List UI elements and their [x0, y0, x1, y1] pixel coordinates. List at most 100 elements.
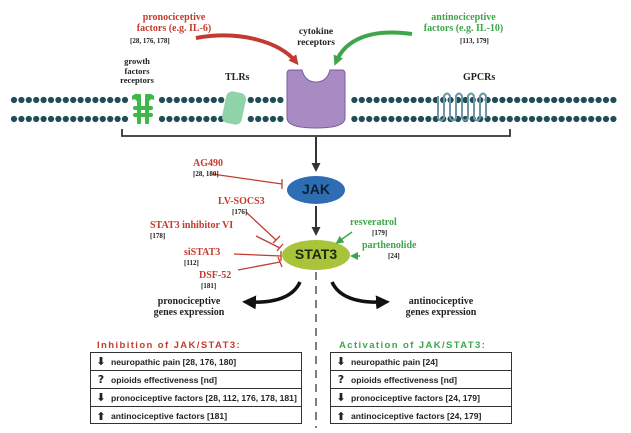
membrane-dot — [602, 96, 610, 104]
membrane-dot — [380, 115, 388, 123]
membrane-dot — [158, 115, 166, 123]
effect-row: ⬆antinociceptive factors [181] — [91, 407, 301, 425]
membrane-dot — [380, 96, 388, 104]
membrane-dot — [262, 96, 269, 104]
membrane-dot — [188, 115, 195, 123]
membrane-dot — [395, 96, 402, 104]
membrane-dot — [403, 115, 410, 123]
question-icon: ? — [97, 373, 105, 386]
anti-expression-arrow — [330, 281, 390, 310]
membrane-dot — [181, 115, 188, 123]
membrane-dot — [55, 96, 62, 104]
effect-text: pronociceptive factors [24, 179] — [351, 392, 480, 403]
membrane-dot — [610, 115, 617, 123]
membrane-dot — [173, 115, 180, 123]
membrane-dot — [10, 96, 18, 104]
membrane-dot — [210, 115, 217, 123]
effect-text: neuropathic pain [28, 176, 180] — [111, 356, 237, 367]
membrane-dot — [366, 96, 373, 104]
pronociceptive-arrow — [195, 33, 299, 66]
membrane-dot — [277, 115, 284, 123]
effect-row: ⬇neuropathic pain [28, 176, 180] — [91, 353, 301, 371]
membrane-dot — [410, 96, 417, 104]
membrane-dot — [92, 96, 99, 104]
membrane-dot — [84, 115, 92, 123]
membrane-dot — [528, 96, 536, 104]
pronociceptive-genes-expression-label: pronociceptive genes expression — [153, 296, 225, 318]
membrane-dot — [395, 115, 402, 123]
membrane-dot — [181, 96, 188, 104]
membrane-dot — [388, 96, 395, 104]
resveratrol-arrow — [335, 231, 353, 244]
effect-text: antinociceptive factors [181] — [111, 411, 228, 421]
membrane-dot — [195, 96, 203, 104]
membrane-dot — [255, 115, 262, 123]
membrane-dot — [107, 96, 114, 104]
membrane-dot — [195, 115, 203, 123]
membrane-dot — [373, 115, 380, 123]
membrane-dot — [84, 96, 92, 104]
inhibitor-ag490: AG490 — [193, 158, 223, 169]
inhibitor-sistat3: siSTAT3 — [184, 247, 221, 258]
antinociceptive-arrow — [333, 30, 413, 66]
antinociceptive-genes-expression-label: antinociceptive genes expression — [405, 296, 477, 318]
inhibition-box-title: Inhibition of JAK/STAT3: — [97, 340, 242, 351]
membrane-dot — [610, 96, 617, 104]
effect-text: opioids effectiveness [nd] — [351, 374, 458, 385]
membrane-dot — [514, 115, 521, 123]
question-icon: ? — [337, 373, 345, 386]
membrane-dot — [521, 96, 528, 104]
pronociceptive-factors-label: pronociceptive factors (e.g. IL-6) — [136, 12, 212, 34]
membrane-dot — [203, 96, 210, 104]
activator-resveratrol: resveratrol — [350, 217, 397, 228]
membrane-dot — [573, 115, 580, 123]
membrane-dot — [99, 96, 106, 104]
membrane-dot — [536, 115, 543, 123]
effect-text: pronociceptive factors [28, 112, 176, 17… — [111, 392, 297, 403]
effect-row: ⬇neuropathic pain [24] — [331, 353, 511, 371]
effect-row: ⬇ pronociceptive factors [28, 112, 176, 1… — [91, 389, 301, 407]
inhibitor-dsf-52-refs: [181] — [201, 282, 217, 290]
membrane-dot — [269, 96, 277, 104]
membrane-dot — [506, 115, 513, 123]
membrane-dot — [55, 115, 62, 123]
membrane-dot — [499, 115, 506, 123]
membrane-dot — [528, 115, 536, 123]
membrane-dot — [580, 115, 587, 123]
membrane-dot — [70, 115, 77, 123]
down-arrow-icon: ⬇ — [96, 391, 106, 404]
membrane-dot — [514, 96, 521, 104]
effect-text: antinociceptive factors [24, 179] — [351, 411, 482, 421]
membrane-bracket — [121, 129, 511, 137]
membrane-dot — [62, 96, 69, 104]
membrane-dot — [565, 96, 573, 104]
membrane-dot — [121, 115, 129, 123]
stat3vi-inhibition-line — [255, 235, 284, 252]
membrane-dot — [203, 115, 210, 123]
membrane-dot — [121, 96, 129, 104]
inhibitor-sistat3-refs: [112] — [184, 259, 199, 267]
activation-effects-table: ⬇neuropathic pain [24]?opioids effective… — [330, 352, 512, 424]
membrane-dot — [358, 115, 365, 123]
membrane-dot — [410, 115, 417, 123]
membrane-dot — [47, 115, 55, 123]
membrane-dot — [10, 115, 18, 123]
membrane-dot — [351, 115, 358, 123]
effect-row: ?opioids effectiveness [nd] — [91, 371, 301, 389]
membrane-dot — [77, 115, 84, 123]
membrane-dot — [521, 115, 528, 123]
membrane-dot — [114, 96, 121, 104]
membrane-dot — [62, 115, 69, 123]
activator-parthenolide: parthenolide — [362, 240, 417, 251]
lvsocs3-inhibition-line — [245, 211, 281, 244]
pronociceptive-refs: [28, 176, 178] — [130, 37, 170, 45]
tlrs-label: TLRs — [225, 72, 250, 83]
growth-factors-receptors-label: growth factors receptors — [120, 56, 154, 85]
up-arrow-icon: ⬆ — [336, 409, 346, 423]
membrane-dot — [588, 96, 595, 104]
effect-text: neuropathic pain [24] — [351, 356, 438, 367]
membrane-dot — [158, 96, 166, 104]
down-arrow-icon: ⬇ — [336, 391, 346, 404]
membrane-dot — [358, 96, 365, 104]
